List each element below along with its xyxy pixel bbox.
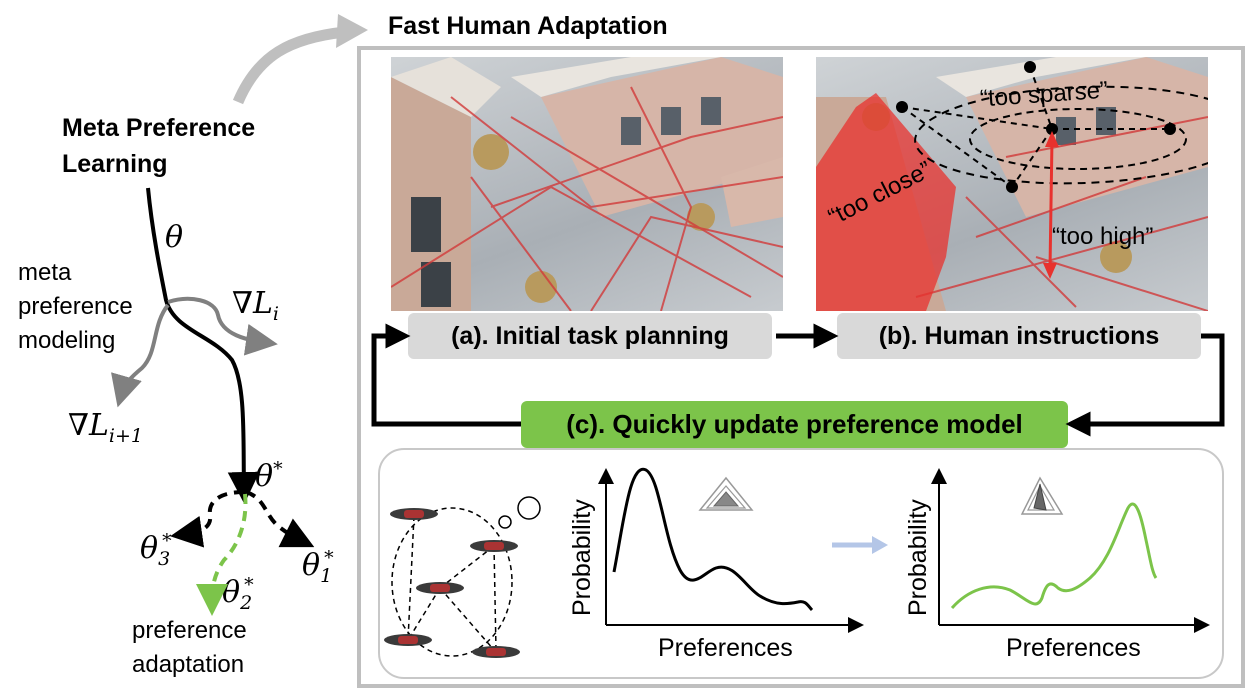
theta2-path — [196, 493, 248, 616]
theta-3-star-label: θ3* — [140, 530, 172, 570]
initial-planning-scene — [391, 57, 783, 311]
drone-icon — [472, 646, 520, 658]
gradient-li1-path — [111, 303, 170, 408]
step-b-human-instructions: (b). Human instructions — [837, 313, 1201, 359]
thought-bubble-icon — [498, 496, 541, 529]
drone-icon — [384, 634, 432, 646]
preference-adaptation-label: preference adaptation — [132, 617, 247, 678]
preference-model-panel — [378, 448, 1224, 679]
radar-chart-icon — [698, 476, 754, 511]
fast-human-adaptation-title: Fast Human Adaptation — [388, 12, 668, 40]
chart1-y-axis-label: Probability — [568, 499, 596, 616]
theta3-path — [170, 490, 245, 548]
adaptation-frame — [357, 46, 1245, 688]
drone-icon — [470, 540, 518, 552]
step-a-initial-task-planning: (a). Initial task planning — [408, 313, 772, 359]
meta-preference-learning-title: Meta Preference Learning — [62, 114, 256, 178]
meta-preference-modeling-label: meta preference modeling — [18, 259, 133, 354]
chart2-x-axis-label: Preferences — [1006, 634, 1141, 662]
theta1-path — [245, 490, 315, 548]
chart2-y-axis-label: Probability — [904, 499, 932, 616]
gradient-li-path — [167, 296, 278, 356]
theta-label: θ — [165, 220, 184, 255]
human-instructions-scene: “too close” “too sparse” “too high” — [816, 57, 1208, 311]
step-c-update-preference-model: (c). Quickly update preference model — [521, 401, 1068, 448]
drone-icon — [390, 508, 438, 520]
chart1-x-axis-label: Preferences — [658, 634, 793, 662]
drone-icon — [416, 582, 464, 594]
theta-1-star-label: θ1* — [302, 547, 334, 587]
updated-preference-curve — [950, 502, 1158, 609]
gradient-li1-label: ∇Li+1 — [68, 408, 143, 447]
main-theta-path — [146, 187, 260, 504]
initial-preference-curve — [612, 467, 814, 612]
radar-chart-icon — [1020, 476, 1064, 515]
too-high-label: “too high” — [1052, 223, 1154, 250]
gradient-li-label: ∇Li — [232, 286, 279, 325]
